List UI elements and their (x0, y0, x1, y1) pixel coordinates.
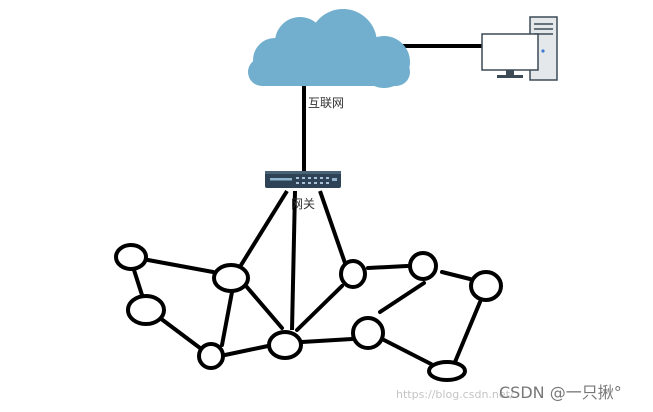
mesh-node-g (408, 251, 438, 281)
link-g-i (440, 270, 472, 281)
internet-label: 互联网 (308, 96, 344, 110)
link-f-g (366, 264, 409, 270)
mesh-links (132, 258, 482, 366)
link-e-f (295, 284, 344, 332)
router-icon (265, 171, 341, 188)
cloud-icon (248, 9, 410, 88)
link-g-h (378, 281, 426, 314)
watermark-url: https://blog.csdn.net/ (396, 388, 514, 401)
link-c-d (158, 316, 202, 350)
mesh-node-a (114, 243, 148, 271)
watermark-text: CSDN @一只揪° (499, 383, 622, 402)
link-e-h (300, 337, 354, 344)
link-b-d (220, 290, 234, 347)
link-i-j (453, 300, 482, 364)
link-h-j (382, 338, 433, 366)
gateway-links (236, 189, 347, 331)
link-d-e (223, 344, 270, 357)
link-b-e (244, 284, 284, 330)
mesh-node-h (351, 316, 385, 350)
mesh-nodes (114, 243, 503, 382)
link-gateway-node-b (236, 189, 289, 272)
desktop-computer-icon (481, 16, 558, 81)
mesh-node-e (267, 330, 303, 360)
link-gateway-node-f (318, 190, 347, 264)
mesh-node-d (197, 342, 225, 370)
gateway-label: 网关 (291, 197, 315, 211)
mesh-node-j (427, 360, 467, 382)
mesh-node-c (126, 294, 166, 326)
link-a-c (132, 268, 144, 297)
link-a-b (146, 258, 215, 274)
mesh-node-f (339, 259, 367, 289)
mesh-node-b (212, 263, 250, 293)
link-gateway-node-e (290, 190, 297, 331)
mesh-node-i (469, 270, 503, 302)
